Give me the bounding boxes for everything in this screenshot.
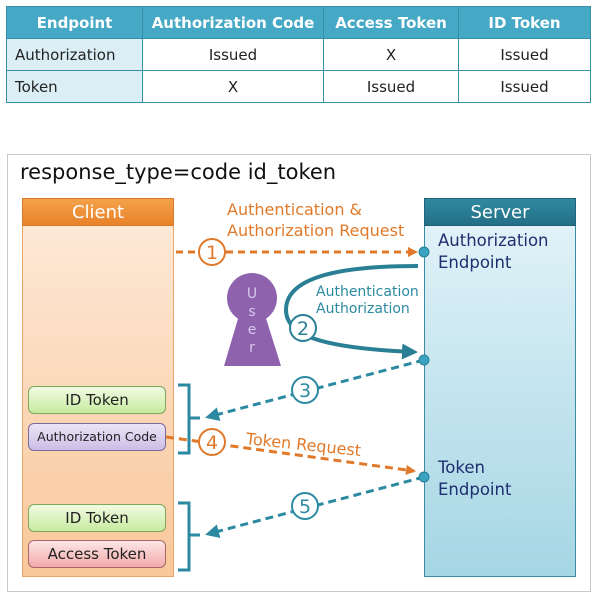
bracket-step5: [178, 501, 200, 572]
endpoint-label-line: Endpoint: [438, 253, 512, 272]
client-header: Client: [22, 198, 174, 226]
user-keyhole-icon: [224, 273, 281, 366]
table-cell: Issued: [458, 70, 591, 103]
step2-label-line: Authentication: [316, 284, 419, 300]
table-row: Token X Issued Issued: [6, 70, 591, 103]
endpoint-label-line: Token: [438, 458, 485, 477]
row-label: Token: [6, 70, 143, 103]
step5-arrow: [205, 475, 425, 538]
step2-arrow: [283, 264, 419, 360]
step1-label-line: Authorization Request: [227, 221, 405, 240]
step2-label-line: Authorization: [316, 301, 410, 317]
user-letter: U: [246, 286, 258, 302]
table-cell: Issued: [142, 38, 324, 71]
diagram-title: response_type=code id_token: [20, 160, 337, 184]
id-token-pill: ID Token: [28, 504, 166, 532]
header-id-token: ID Token: [458, 6, 591, 39]
endpoint-dot: [418, 471, 430, 483]
table-cell: X: [142, 70, 324, 103]
step4-arrow: [165, 428, 416, 475]
token-issuance-table: Endpoint Authorization Code Access Token…: [6, 6, 591, 103]
endpoint-dot: [418, 354, 430, 366]
id-token-pill: ID Token: [28, 386, 166, 414]
access-token-pill: Access Token: [28, 540, 166, 568]
user-letter: s: [248, 304, 256, 320]
endpoint-label-line: Endpoint: [438, 480, 512, 499]
table-cell: Issued: [323, 70, 459, 103]
authorization-endpoint-label: Authorization Endpoint: [438, 230, 549, 274]
row-label: Authorization: [6, 38, 143, 71]
table-cell: X: [323, 38, 459, 71]
step4-number: 4: [206, 432, 218, 454]
step1-label: Authentication & Authorization Request: [227, 199, 404, 241]
user-letter: e: [247, 322, 257, 338]
header-authorization-code: Authorization Code: [142, 6, 324, 39]
step3-number: 3: [299, 380, 311, 402]
user-letter: r: [249, 340, 255, 356]
step3-arrow: [205, 358, 425, 421]
step1-number: 1: [206, 242, 218, 264]
server-lane: [424, 226, 576, 577]
user-label: U s e r: [246, 285, 258, 357]
token-endpoint-label: Token Endpoint: [438, 457, 511, 501]
server-header: Server: [424, 198, 576, 226]
table-row: Authorization Issued X Issued: [6, 38, 591, 71]
table-cell: Issued: [458, 38, 591, 71]
step1-arrow: [176, 238, 418, 266]
endpoint-dot: [418, 246, 430, 258]
endpoint-label-line: Authorization: [438, 231, 549, 250]
step2-label: Authentication Authorization: [316, 284, 419, 318]
step2-number: 2: [297, 318, 309, 340]
authorization-code-pill: Authorization Code: [28, 423, 166, 451]
step1-label-line: Authentication &: [227, 200, 363, 219]
step5-number: 5: [299, 496, 311, 518]
bracket-step3: [178, 383, 200, 455]
